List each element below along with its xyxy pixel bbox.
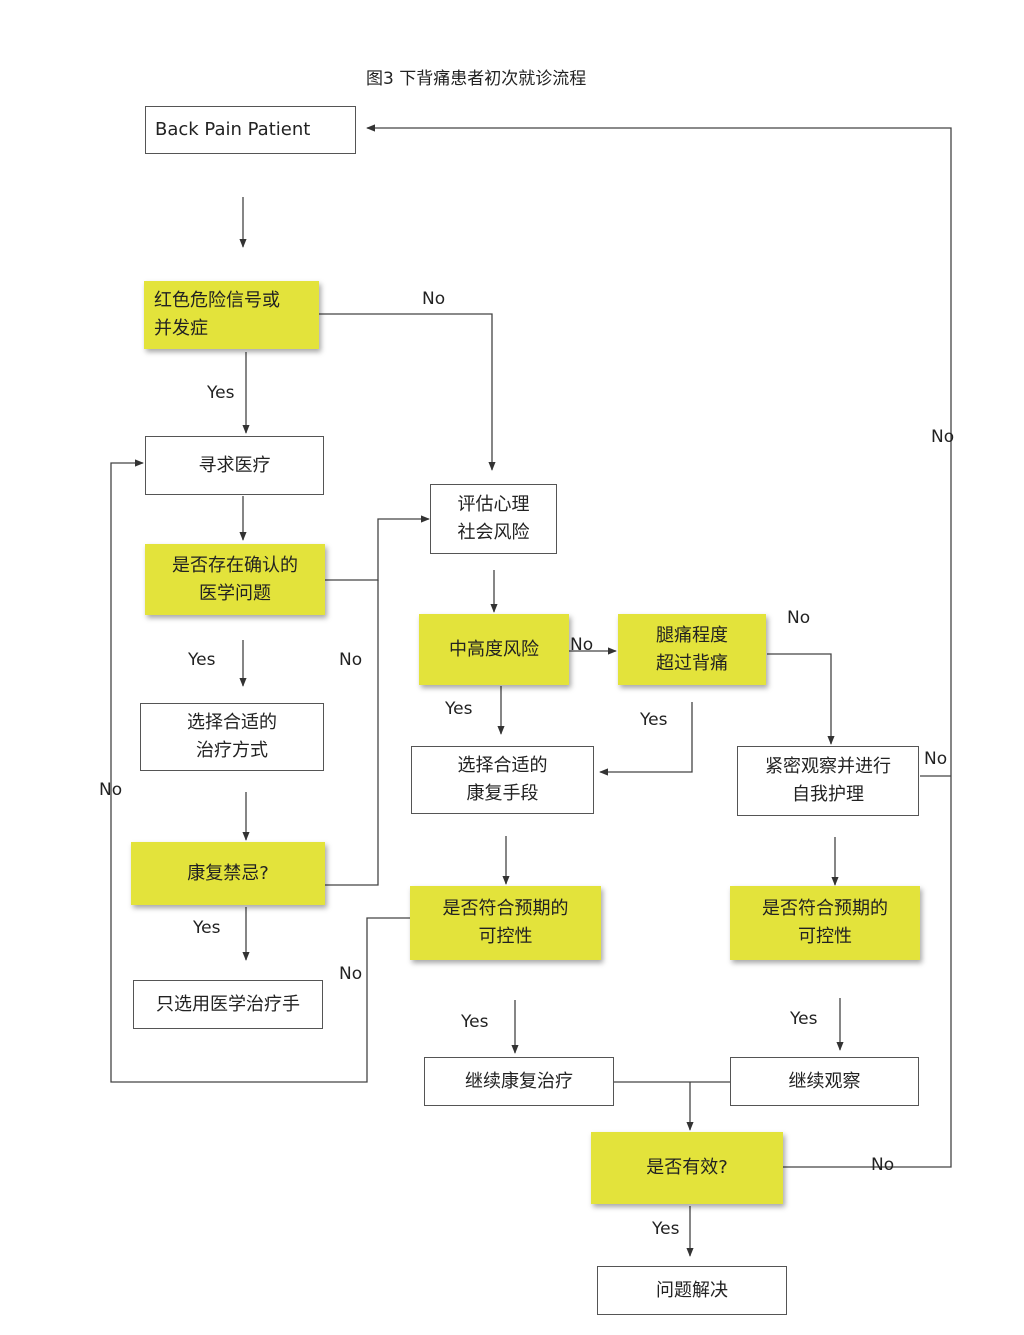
label-confirmed-yes: Yes: [188, 650, 216, 670]
node-back-pain-patient: Back Pain Patient: [145, 106, 356, 154]
node-choose-treatment: 选择合适的 治疗方式: [140, 703, 324, 771]
node-confirmed-problem: 是否存在确认的 医学问题: [145, 544, 325, 615]
arrow-legpain-no: [767, 653, 835, 745]
label-mid-high-no: No: [570, 635, 594, 655]
label-confirmed-no: No: [339, 650, 363, 670]
arrow-confirmed-no: [325, 515, 430, 581]
node-close-observe: 紧密观察并进行 自我护理: [737, 746, 919, 816]
label-effective-no: No: [871, 1155, 895, 1175]
label-red-flags-no: No: [422, 289, 446, 309]
label-leg-pain-yes: Yes: [640, 710, 668, 730]
node-seek-care: 寻求医疗: [145, 436, 324, 495]
arrow-legpain-yes: [599, 702, 693, 776]
node-continue-rehab: 继续康复治疗: [424, 1057, 614, 1106]
label-controllable-mid-no: No: [339, 964, 363, 984]
node-effective: 是否有效?: [591, 1132, 783, 1204]
line-contra-no: [325, 580, 379, 886]
arrow-redflags-no: [319, 313, 496, 471]
label-red-flags-yes: Yes: [207, 383, 235, 403]
node-controllable-mid: 是否符合预期的 可控性: [410, 886, 601, 960]
label-controllable-right-yes: Yes: [790, 1009, 818, 1029]
label-mid-high-yes: Yes: [445, 699, 473, 719]
arrow-right-loop-no: [366, 124, 952, 1168]
label-rehab-contra-yes: Yes: [193, 918, 221, 938]
arrow-left-loop-no: [110, 459, 410, 1083]
label-right-loop-no: No: [931, 427, 955, 447]
label-controllable-mid-yes: Yes: [461, 1012, 489, 1032]
label-leg-pain-no: No: [787, 608, 811, 628]
node-continue-observe: 继续观察: [730, 1057, 919, 1106]
node-leg-pain: 腿痛程度 超过背痛: [618, 614, 766, 685]
diagram-title: 图3 下背痛患者初次就诊流程: [366, 69, 587, 89]
label-left-loop-no: No: [99, 780, 123, 800]
node-mid-high-risk: 中高度风险: [419, 614, 569, 685]
node-assess-psychosocial: 评估心理 社会风险: [430, 484, 557, 554]
node-medical-only: 只选用医学治疗手: [133, 980, 323, 1029]
node-controllable-right: 是否符合预期的 可控性: [730, 886, 920, 960]
label-effective-yes: Yes: [652, 1219, 680, 1239]
node-red-flags: 红色危险信号或 并发症: [144, 281, 319, 349]
label-observe-no: No: [924, 749, 948, 769]
node-choose-rehab: 选择合适的 康复手段: [411, 746, 594, 814]
node-rehab-contraindication: 康复禁忌?: [131, 842, 325, 905]
node-resolved: 问题解决: [597, 1266, 787, 1315]
